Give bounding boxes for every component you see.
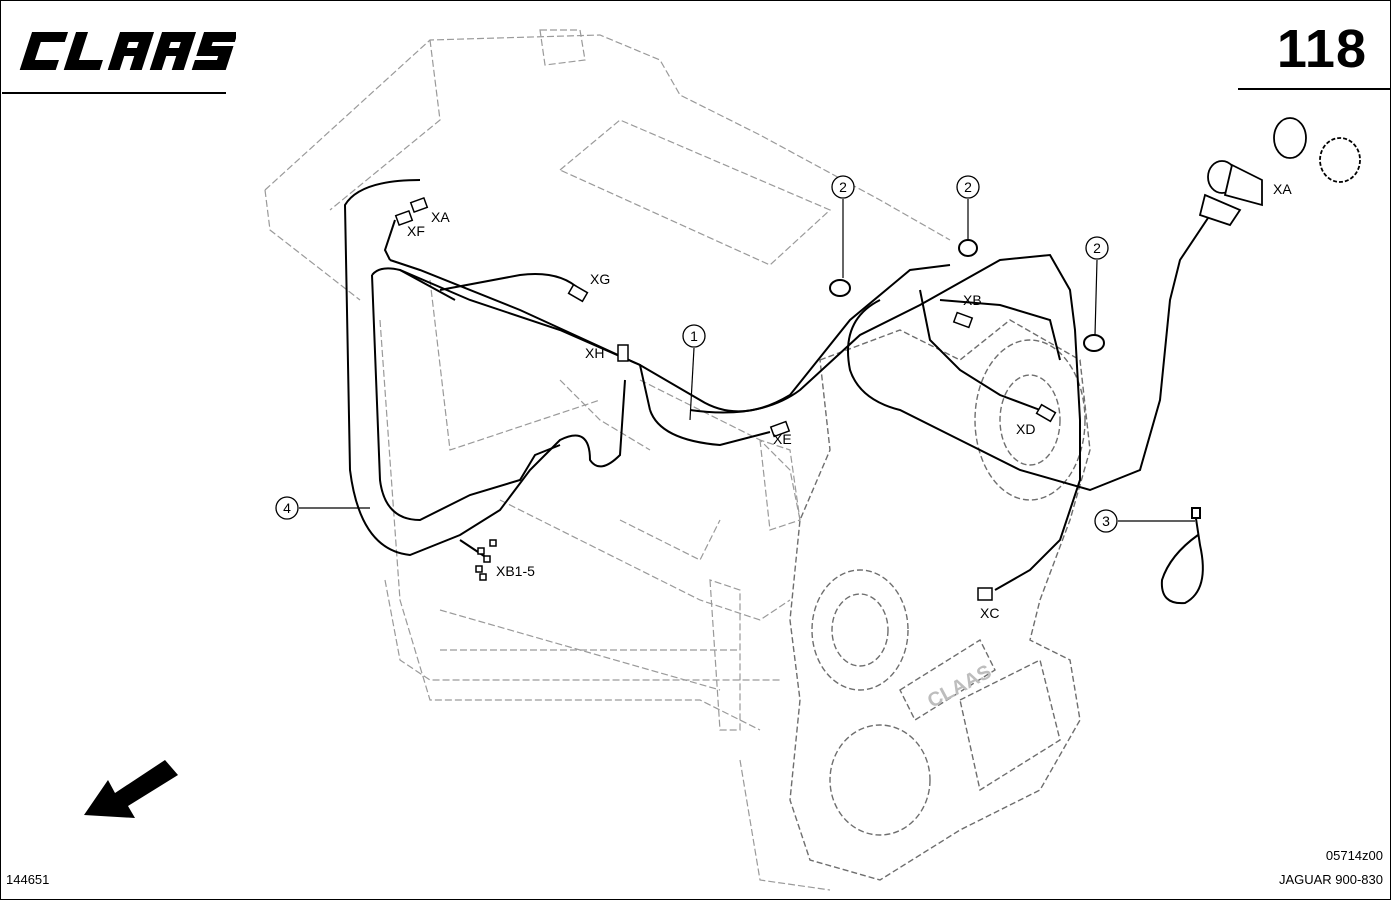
- harness-4: [343, 179, 651, 561]
- svg-text:2: 2: [839, 179, 847, 195]
- figure-id: 144651: [6, 872, 50, 887]
- socket-xa: [1198, 117, 1361, 227]
- harness-clips: [829, 239, 1105, 352]
- header-rule-left: [2, 92, 226, 94]
- cable-tie: [1160, 507, 1204, 605]
- label-xc: XC: [980, 605, 999, 621]
- svg-text:1: 1: [690, 328, 698, 344]
- label-xe: XE: [773, 431, 792, 447]
- label-xa: XA: [431, 209, 450, 225]
- label-xg: XG: [590, 271, 610, 287]
- label-xa-socket: XA: [1273, 181, 1292, 197]
- label-xb: XB: [963, 292, 982, 308]
- label-xf: XF: [407, 223, 425, 239]
- model-name: JAGUAR 900-830: [1278, 872, 1383, 887]
- header-rule-right: [1238, 88, 1390, 90]
- connector-labels: XA XF XG XH XE XB XD XA XC XB1-5: [407, 181, 1292, 621]
- connectors: [394, 196, 1057, 601]
- drawing-code: 05714z00: [1325, 848, 1383, 863]
- label-xb1-5: XB1-5: [496, 563, 535, 579]
- gearbox-housing: [789, 319, 1091, 881]
- callout-3: 3: [1094, 509, 1118, 533]
- callout-leaders: [299, 199, 1195, 522]
- callout-2: 2: [956, 175, 980, 199]
- callout-2: 2: [831, 175, 855, 199]
- label-xd: XD: [1016, 421, 1035, 437]
- svg-text:2: 2: [1093, 240, 1101, 256]
- harness-1: [383, 214, 1211, 591]
- callout-2: 2: [1085, 236, 1109, 260]
- svg-text:3: 3: [1102, 513, 1110, 529]
- svg-text:4: 4: [283, 500, 291, 516]
- page-number: 118: [1276, 19, 1367, 79]
- label-xh: XH: [585, 345, 604, 361]
- frame-structure: [264, 29, 951, 891]
- callout-4: 4: [275, 496, 299, 520]
- claas-logo: [19, 32, 236, 70]
- direction-arrow-icon: [84, 760, 178, 818]
- svg-text:2: 2: [964, 179, 972, 195]
- callouts: 1 2 2 2 3 4: [275, 175, 1118, 533]
- callout-1: 1: [682, 324, 706, 348]
